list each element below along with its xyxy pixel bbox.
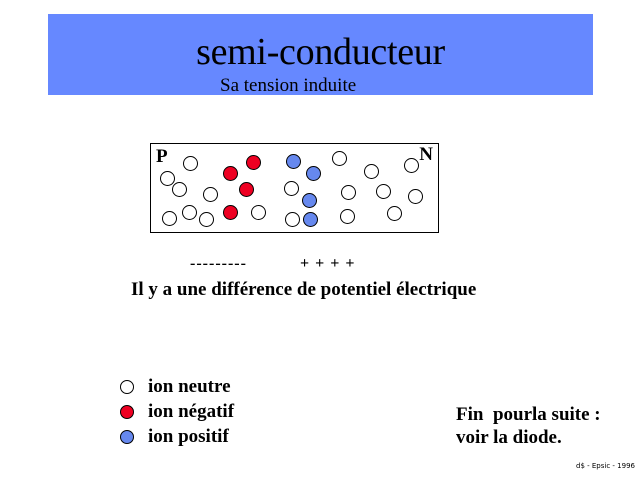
- legend-item-neutral: ion neutre: [120, 374, 234, 399]
- negative-ion: [222, 165, 238, 181]
- positive-charge-marks: + + + +: [300, 255, 356, 272]
- footer-credit: d$ - Epsic - 1996: [576, 462, 635, 470]
- legend-label: ion négatif: [148, 400, 235, 422]
- legend-label: ion positif: [148, 425, 229, 447]
- neutral-ion: [284, 211, 300, 227]
- neutral-ion: [386, 205, 402, 221]
- positive-ion: [305, 165, 321, 181]
- legend-label: ion neutre: [148, 375, 231, 397]
- neutral-ion: [403, 157, 419, 173]
- negative-ion: [238, 181, 254, 197]
- end-note-line-2: voir la diode.: [456, 427, 562, 448]
- p-region-label: P: [156, 146, 168, 167]
- negative-charge-marks: ---------: [190, 255, 247, 272]
- negative-ion: [245, 154, 261, 170]
- neutral-ion: [375, 183, 391, 199]
- negative-ion-icon: [120, 404, 134, 419]
- positive-ion: [302, 211, 318, 227]
- neutral-ion: [363, 163, 379, 179]
- neutral-ion: [331, 150, 347, 166]
- slide-title: semi-conducteur: [196, 31, 445, 73]
- neutral-ion: [202, 186, 218, 202]
- neutral-ion: [250, 204, 266, 220]
- neutral-ion: [283, 180, 299, 196]
- positive-ion: [301, 192, 317, 208]
- neutral-ion: [181, 204, 197, 220]
- potential-difference-statement: Il y a une différence de potentiel élect…: [131, 279, 477, 300]
- n-region-label: N: [419, 144, 433, 165]
- title-banner: semi-conducteur Sa tension induite: [48, 14, 593, 96]
- neutral-ion: [339, 208, 355, 224]
- neutral-ion-icon: [120, 379, 134, 394]
- pn-junction-diagram: P N: [150, 143, 439, 233]
- positive-ion: [285, 153, 301, 169]
- end-note-line-1: Fin pourla suite :: [456, 404, 601, 425]
- neutral-ion: [407, 188, 423, 204]
- negative-ion: [222, 204, 238, 220]
- neutral-ion: [159, 170, 175, 186]
- legend-item-positive: ion positif: [120, 424, 234, 449]
- end-note: Fin pourla suite : voir la diode.: [456, 403, 601, 449]
- neutral-ion: [340, 184, 356, 200]
- neutral-ion: [182, 155, 198, 171]
- neutral-ion: [161, 210, 177, 226]
- legend: ion neutre ion négatif ion positif: [120, 374, 234, 449]
- legend-item-negative: ion négatif: [120, 399, 234, 424]
- positive-ion-icon: [120, 429, 134, 444]
- slide-subtitle: Sa tension induite: [220, 75, 357, 96]
- neutral-ion: [198, 211, 214, 227]
- neutral-ion: [171, 181, 187, 197]
